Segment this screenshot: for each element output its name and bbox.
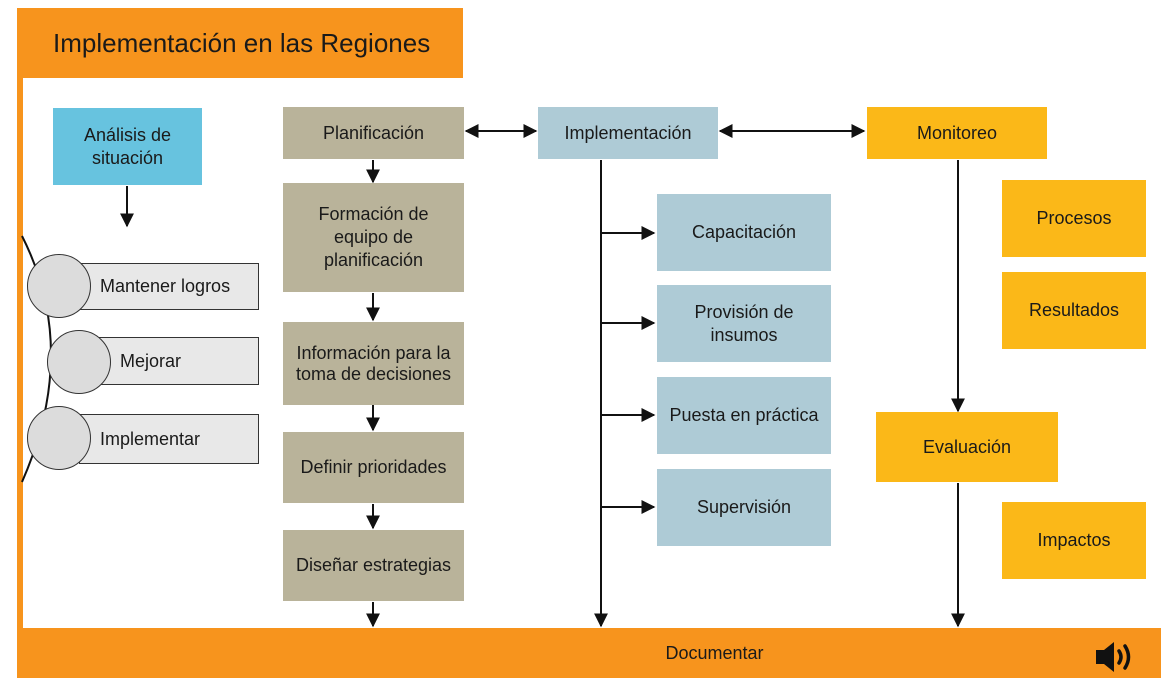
implementation-title: Implementación: [564, 122, 692, 143]
evaluation-title: Evaluación: [922, 436, 1012, 457]
planning-title-box[interactable]: Planificación: [283, 107, 464, 159]
planning-step-label: Formación de equipo de planificación: [318, 204, 429, 270]
cycle-circle-2: [47, 330, 111, 394]
page-title: Implementación en las Regiones: [53, 27, 431, 58]
cycle-item-mantener-logros[interactable]: Mantener logros: [79, 263, 259, 310]
planning-step-label: Información para la toma de decisiones: [295, 342, 452, 384]
evaluation-item-impactos[interactable]: Impactos: [1002, 502, 1146, 579]
monitoring-item-procesos[interactable]: Procesos: [1002, 180, 1146, 257]
cycle-item-implementar[interactable]: Implementar: [79, 414, 259, 464]
speaker-icon[interactable]: [1094, 640, 1140, 674]
cycle-item-mejorar[interactable]: Mejorar: [95, 337, 259, 385]
cycle-circle-3: [27, 406, 91, 470]
cycle-item-label: Implementar: [100, 428, 201, 449]
implementation-step-supervision[interactable]: Supervisión: [657, 469, 831, 546]
header-bar: Implementación en las Regiones: [17, 8, 463, 78]
cycle-item-label: Mantener logros: [100, 276, 231, 296]
monitoring-item-label: Procesos: [1036, 208, 1112, 228]
evaluation-title-box[interactable]: Evaluación: [876, 412, 1058, 482]
planning-step-estrategias[interactable]: Diseñar estrategias: [283, 530, 464, 601]
implementation-step-provision[interactable]: Provisión de insumos: [657, 285, 831, 362]
implementation-step-label: Supervisión: [696, 497, 792, 517]
planning-step-prioridades[interactable]: Definir prioridades: [283, 432, 464, 503]
planning-title: Planificación: [322, 122, 425, 143]
analysis-label: Análisis de situación: [83, 124, 172, 168]
monitoring-title-box[interactable]: Monitoreo: [867, 107, 1047, 159]
implementation-step-label: Capacitación: [691, 222, 797, 242]
implementation-step-capacitacion[interactable]: Capacitación: [657, 194, 831, 271]
implementation-title-box[interactable]: Implementación: [538, 107, 718, 159]
implementation-step-puesta[interactable]: Puesta en práctica: [657, 377, 831, 454]
documentar-label: Documentar: [665, 643, 764, 663]
implementation-step-label: Puesta en práctica: [669, 405, 819, 425]
planning-step-formacion[interactable]: Formación de equipo de planificación: [283, 183, 464, 292]
cycle-circle-1: [27, 254, 91, 318]
planning-step-label: Definir prioridades: [300, 457, 447, 477]
cycle-item-label: Mejorar: [120, 350, 182, 371]
analysis-box[interactable]: Análisis de situación: [53, 108, 202, 185]
planning-step-informacion[interactable]: Información para la toma de decisiones: [283, 322, 464, 405]
monitoring-item-resultados[interactable]: Resultados: [1002, 272, 1146, 349]
implementation-step-label: Provisión de insumos: [694, 301, 794, 345]
planning-step-label: Diseñar estrategias: [295, 555, 452, 575]
footer-bar: Documentar: [17, 628, 1161, 678]
evaluation-item-label: Impactos: [1037, 530, 1111, 550]
monitoring-item-label: Resultados: [1028, 300, 1120, 320]
left-frame-border: [17, 8, 23, 648]
monitoring-title: Monitoreo: [916, 122, 998, 143]
